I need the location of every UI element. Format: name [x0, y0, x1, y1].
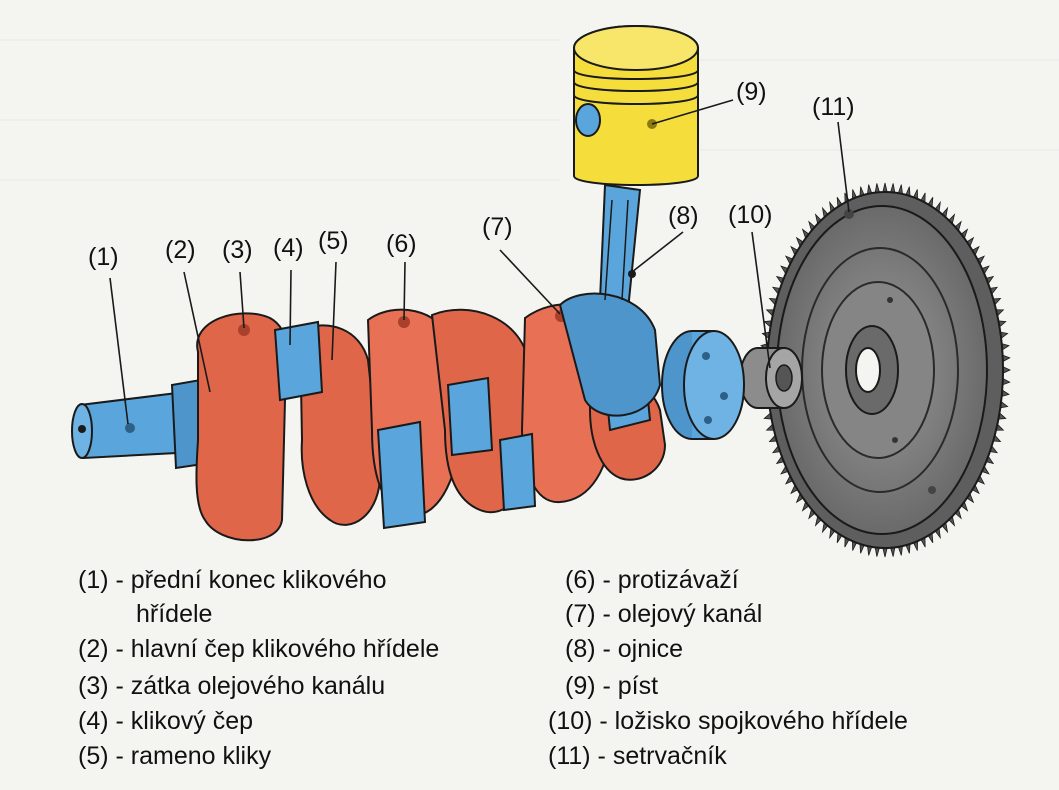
- leader-line-6: [403, 261, 406, 321]
- flywheel-tooth: [882, 182, 888, 193]
- leader-line-2: [183, 271, 211, 393]
- callout-9: (9): [736, 78, 767, 106]
- legend-item-6: (6) - protizávaží: [565, 566, 739, 594]
- legend-item-5: (5) - rameno kliky: [78, 742, 272, 770]
- callout-10: (10): [728, 201, 773, 229]
- callout-3: (3): [222, 236, 253, 264]
- leader-line-7: [499, 249, 561, 315]
- flywheel-tooth: [890, 546, 896, 557]
- rear-flange: [661, 330, 745, 440]
- flywheel-tooth: [874, 546, 880, 557]
- legend-item-3: (3) - zátka olejového kanálu: [78, 672, 386, 700]
- background-texture: [0, 39, 1059, 181]
- legend-item-1-continued: hřídele: [136, 600, 213, 628]
- legend-item-1: (1) - přední konec klikového: [78, 566, 387, 594]
- leader-line-1: [109, 277, 129, 425]
- flywheel-tooth: [890, 183, 896, 194]
- legend-item-10: (10) - ložisko spojkového hřídele: [548, 707, 908, 735]
- legend-item-9: (9) - píst: [565, 672, 659, 700]
- leader-line-4: [289, 269, 292, 346]
- connecting-rod: [558, 183, 662, 417]
- leader-lines: [109, 99, 850, 425]
- leader-line-10: [751, 231, 771, 369]
- leader-line-9: [651, 99, 734, 125]
- callout-1: (1): [88, 243, 119, 271]
- callout-6: (6): [386, 230, 417, 258]
- callout-7: (7): [482, 213, 513, 241]
- callout-2: (2): [165, 236, 196, 264]
- legend-item-11: (11) - setrvačník: [548, 742, 727, 770]
- flywheel-tooth: [882, 547, 888, 558]
- leader-line-3: [239, 271, 245, 329]
- flywheel: [759, 182, 1011, 558]
- clutch-bearing: [739, 347, 803, 409]
- legend-item-8: (8) - ojnice: [565, 635, 684, 663]
- leader-line-11: [837, 121, 850, 213]
- callout-8: (8): [668, 202, 699, 230]
- callout-11: (11): [812, 93, 855, 121]
- legend-item-2: (2) - hlavní čep klikového hřídele: [78, 635, 440, 663]
- callout-5: (5): [318, 227, 349, 255]
- crank-pins: [273, 318, 652, 530]
- legend-item-4: (4) - klikový čep: [78, 707, 254, 735]
- leader-line-8: [631, 231, 684, 273]
- piston: [573, 25, 699, 186]
- flywheel-tooth: [1002, 366, 1011, 374]
- legend-item-7: (7) - olejový kanál: [565, 600, 763, 628]
- callout-4: (4): [273, 234, 304, 262]
- flywheel-tooth: [874, 183, 880, 194]
- leader-line-5: [331, 261, 337, 361]
